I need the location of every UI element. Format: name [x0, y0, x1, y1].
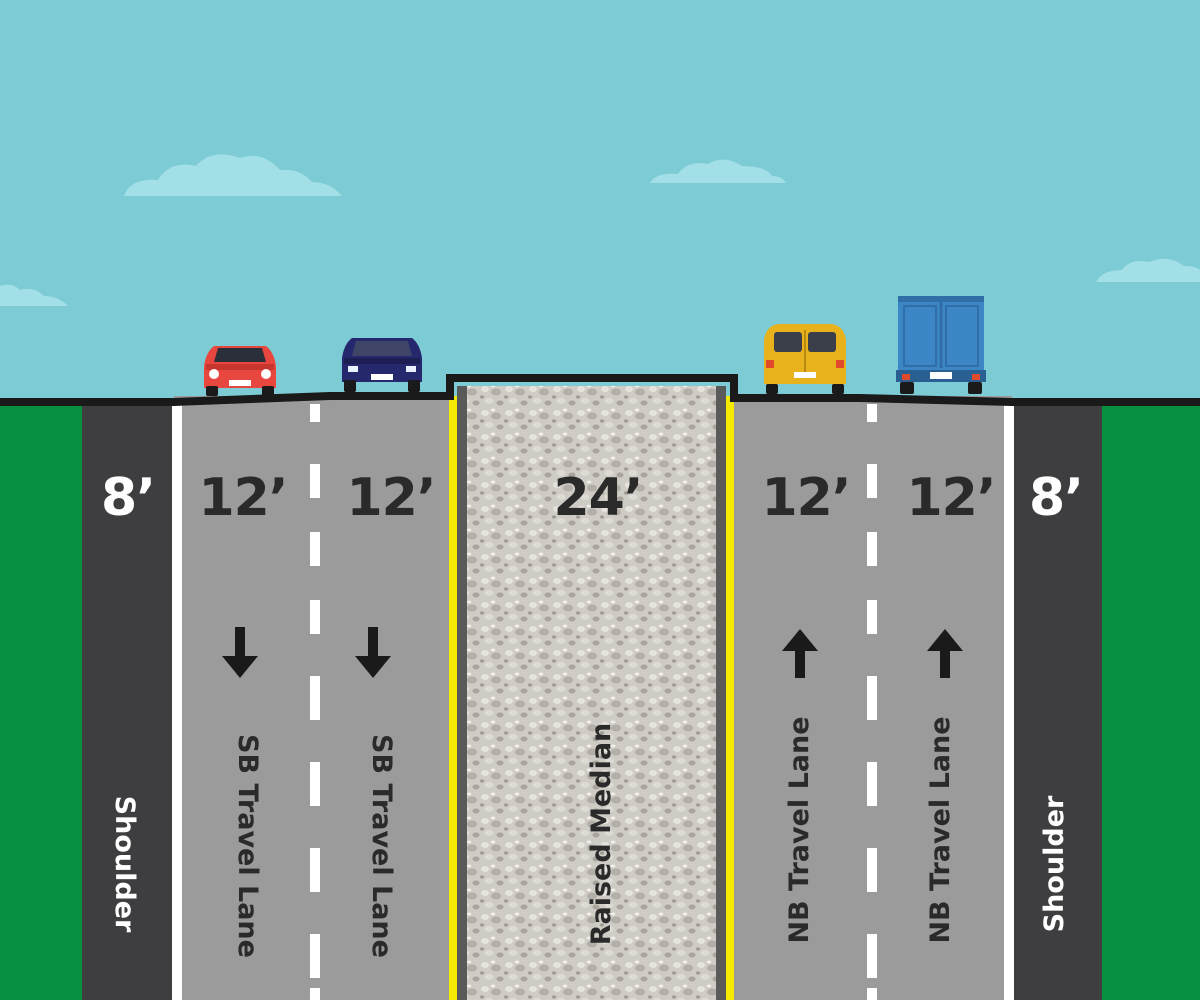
sb-lane-2-label: SB Travel Lane — [366, 734, 397, 958]
median-width: 24’ — [553, 468, 643, 528]
edge-line-left — [172, 404, 182, 1000]
median-gravel — [467, 386, 716, 1000]
shoulder-right-surface — [1012, 404, 1102, 1000]
shoulder-left-surface — [82, 404, 174, 1000]
shoulder-right-width: 8’ — [1029, 468, 1084, 528]
cloud-icon — [650, 159, 786, 183]
arrow-up-icon — [927, 629, 963, 678]
cloud-icon — [124, 154, 342, 196]
sb-lane-1-label: SB Travel Lane — [232, 734, 263, 958]
yellow-line-right — [726, 396, 734, 1000]
cloud-icon — [1096, 258, 1200, 282]
arrow-down-icon — [222, 627, 258, 678]
median-curb-right — [716, 386, 726, 1000]
sb-lane-1-width: 12’ — [198, 468, 288, 528]
nb-lane-1-label: NB Travel Lane — [784, 716, 815, 944]
arrow-up-icon — [782, 629, 818, 678]
median-curb-left — [457, 386, 467, 1000]
sb-lane-2-width: 12’ — [346, 468, 436, 528]
nb-lane-1-width: 12’ — [761, 468, 851, 528]
blue-box-truck-icon — [896, 296, 986, 394]
yellow-van-icon — [764, 324, 846, 394]
shoulder-right-label: Shoulder — [1039, 795, 1070, 933]
shoulder-left-label: Shoulder — [109, 795, 140, 933]
nb-lane-2-width: 12’ — [906, 468, 996, 528]
nb-lane-2-label: NB Travel Lane — [925, 716, 956, 944]
sky — [0, 0, 1200, 400]
lane-divider-nb — [867, 404, 877, 1000]
navy-car-icon — [342, 338, 422, 392]
yellow-line-left — [449, 396, 457, 1000]
road-profile-line — [0, 374, 1200, 406]
shoulder-left-width: 8’ — [101, 468, 156, 528]
edge-line-right — [1004, 404, 1014, 1000]
grass-right — [1102, 404, 1200, 1000]
median-label: Raised Median — [586, 722, 617, 946]
red-car-icon — [204, 346, 276, 396]
grass-left — [0, 404, 82, 1000]
cloud-icon — [0, 284, 68, 306]
arrow-down-icon — [355, 627, 391, 678]
lane-divider-sb — [310, 404, 320, 1000]
